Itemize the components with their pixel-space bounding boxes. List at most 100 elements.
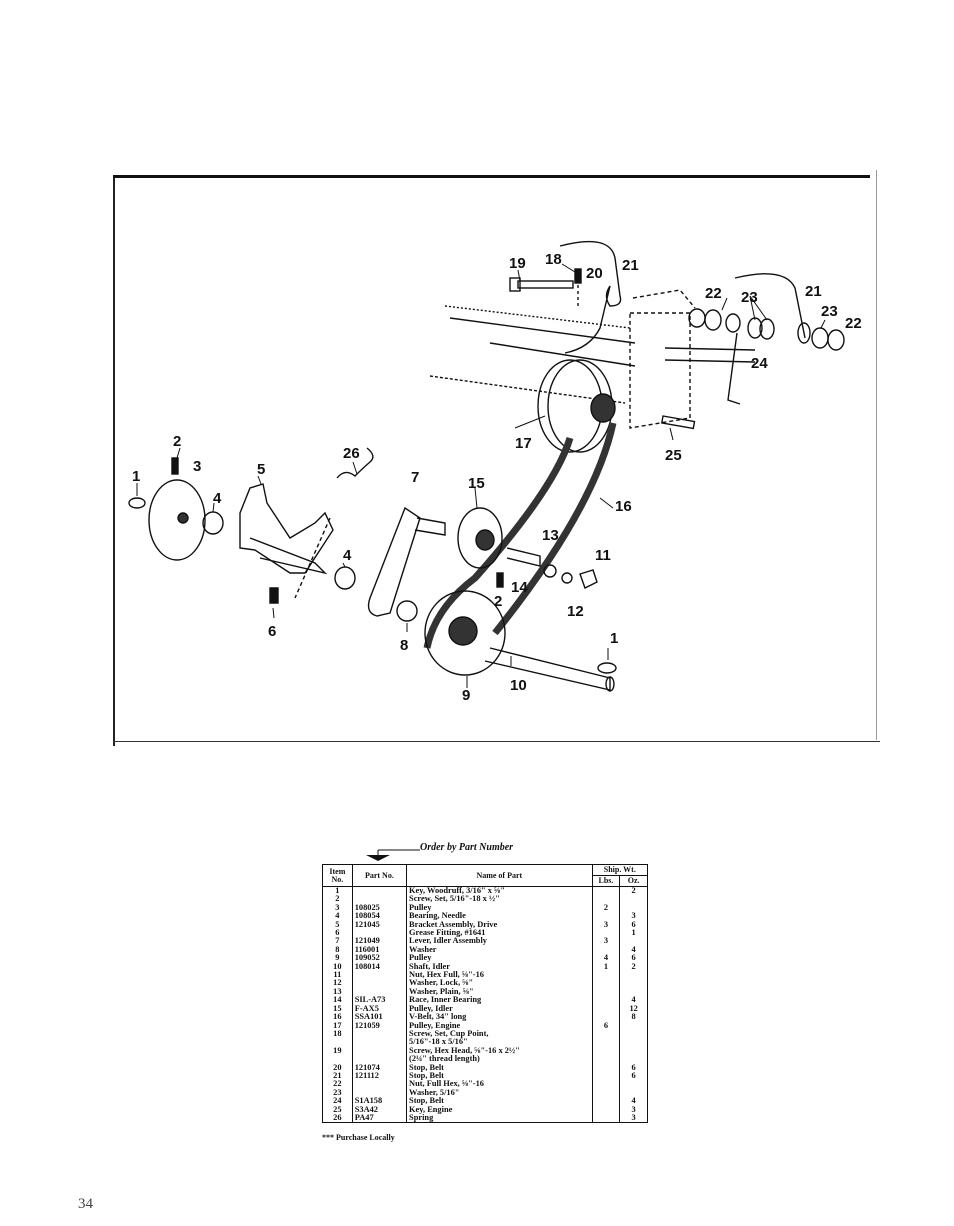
callout: 18 — [545, 251, 562, 268]
engine-key-25 — [660, 415, 696, 430]
washer-13 — [543, 564, 557, 578]
exploded-parts-diagram: 19 18 20 21 22 23 21 23 22 24 17 25 2 1 … — [128, 240, 862, 704]
cell-part: 109052 — [351, 953, 408, 963]
callout: 4 — [213, 490, 222, 507]
cell-name: Pulley — [406, 903, 593, 913]
cell-oz: 3 — [619, 911, 648, 921]
cell-lbs — [591, 996, 621, 1005]
cell-oz — [619, 1029, 648, 1039]
cell-name: (2¼" thread length) — [406, 1054, 593, 1064]
cell-item: 26 — [322, 1113, 353, 1124]
callout: 19 — [509, 255, 526, 272]
cell-lbs — [591, 1055, 621, 1064]
parts-table: Item No. Part No. Name of Part Ship. Wt.… — [322, 864, 649, 1124]
order-by-part-number-label: Order by Part Number — [420, 842, 514, 853]
cell-lbs — [591, 1046, 621, 1056]
frame-right-rule — [876, 170, 877, 740]
cell-name: Pulley, Idler — [406, 1004, 593, 1014]
cell-lbs — [591, 1029, 621, 1039]
cell-part: S3A42 — [351, 1105, 408, 1114]
callout: 2 — [173, 433, 181, 450]
cell-oz — [619, 1046, 648, 1056]
cell-lbs — [591, 1004, 621, 1014]
callout: 24 — [751, 355, 768, 372]
cell-name: Washer, 5/16" — [406, 1088, 593, 1098]
callout: 3 — [193, 458, 201, 475]
cell-oz: 3 — [619, 1105, 648, 1114]
cell-oz: 6 — [619, 920, 648, 930]
header-lbs: Lbs. — [591, 875, 621, 887]
callout: 23 — [741, 289, 758, 306]
cell-lbs — [591, 1113, 621, 1124]
cell-oz — [619, 937, 648, 946]
frame-bottom-rule — [113, 741, 880, 742]
cell-lbs — [591, 987, 621, 997]
cell-lbs — [591, 1105, 621, 1114]
cell-oz: 4 — [619, 995, 648, 1005]
cell-name: Grease Fitting, #1641 — [406, 928, 593, 938]
cell-oz: 4 — [619, 1096, 648, 1106]
woodruff-key-1 — [128, 497, 146, 509]
cell-lbs: 2 — [591, 903, 621, 913]
header-item-no: Item No. — [322, 864, 353, 887]
cell-oz: 12 — [619, 1004, 648, 1014]
washer-12 — [561, 572, 573, 584]
cell-part: SIL-A73 — [351, 995, 408, 1005]
cell-name: Pulley, Engine — [406, 1021, 593, 1030]
washer-23 — [725, 313, 741, 333]
cell-name: V-Belt, 34" long — [406, 1012, 593, 1022]
cell-lbs — [591, 1088, 621, 1098]
header-ship-wt: Ship. Wt. — [591, 864, 649, 876]
cell-part — [351, 1088, 408, 1098]
pulley-3 — [148, 479, 206, 561]
cell-oz — [619, 987, 648, 997]
cell-oz: 3 — [619, 1113, 648, 1124]
callout: 1 — [610, 630, 618, 647]
table-row: 5/16"-18 x 5/16" — [322, 1037, 648, 1047]
cell-name: Lever, Idler Assembly — [406, 937, 593, 946]
callout: 21 — [622, 257, 639, 274]
callout: 26 — [343, 445, 360, 462]
spring-26 — [336, 447, 374, 479]
cell-oz: 1 — [619, 928, 648, 938]
cell-oz — [619, 1088, 648, 1098]
cell-part: 121074 — [351, 1063, 408, 1072]
cell-lbs: 3 — [591, 920, 621, 930]
callout: 8 — [400, 637, 408, 654]
cell-name: 5/16"-18 x 5/16" — [406, 1037, 593, 1047]
cell-lbs — [591, 1097, 621, 1106]
cell-part — [351, 895, 408, 904]
callout: 4 — [343, 547, 352, 564]
cell-name: Key, Woodruff, 3/16" x ⅝" — [406, 886, 593, 896]
idler-lever-7 — [367, 506, 421, 617]
v-belt-16 — [423, 422, 617, 649]
header-name-of-part: Name of Part — [406, 864, 593, 887]
cell-part — [351, 1038, 408, 1047]
callout: 25 — [665, 447, 682, 464]
callout: 14 — [511, 579, 528, 596]
callout: 5 — [257, 461, 265, 478]
cell-part — [351, 1055, 408, 1064]
cell-oz — [619, 1038, 648, 1047]
cell-item: 19 — [322, 1046, 353, 1056]
belt-stop-24 — [727, 332, 741, 405]
callout: 16 — [615, 498, 632, 515]
cell-item: 18 — [322, 1029, 353, 1039]
cell-name: Key, Engine — [406, 1105, 593, 1114]
cell-oz — [619, 1080, 648, 1089]
header-part-no: Part No. — [351, 864, 408, 887]
cell-name: Stop, Belt — [406, 1063, 593, 1072]
cell-part — [351, 987, 408, 997]
grease-fitting-6 — [269, 587, 279, 604]
